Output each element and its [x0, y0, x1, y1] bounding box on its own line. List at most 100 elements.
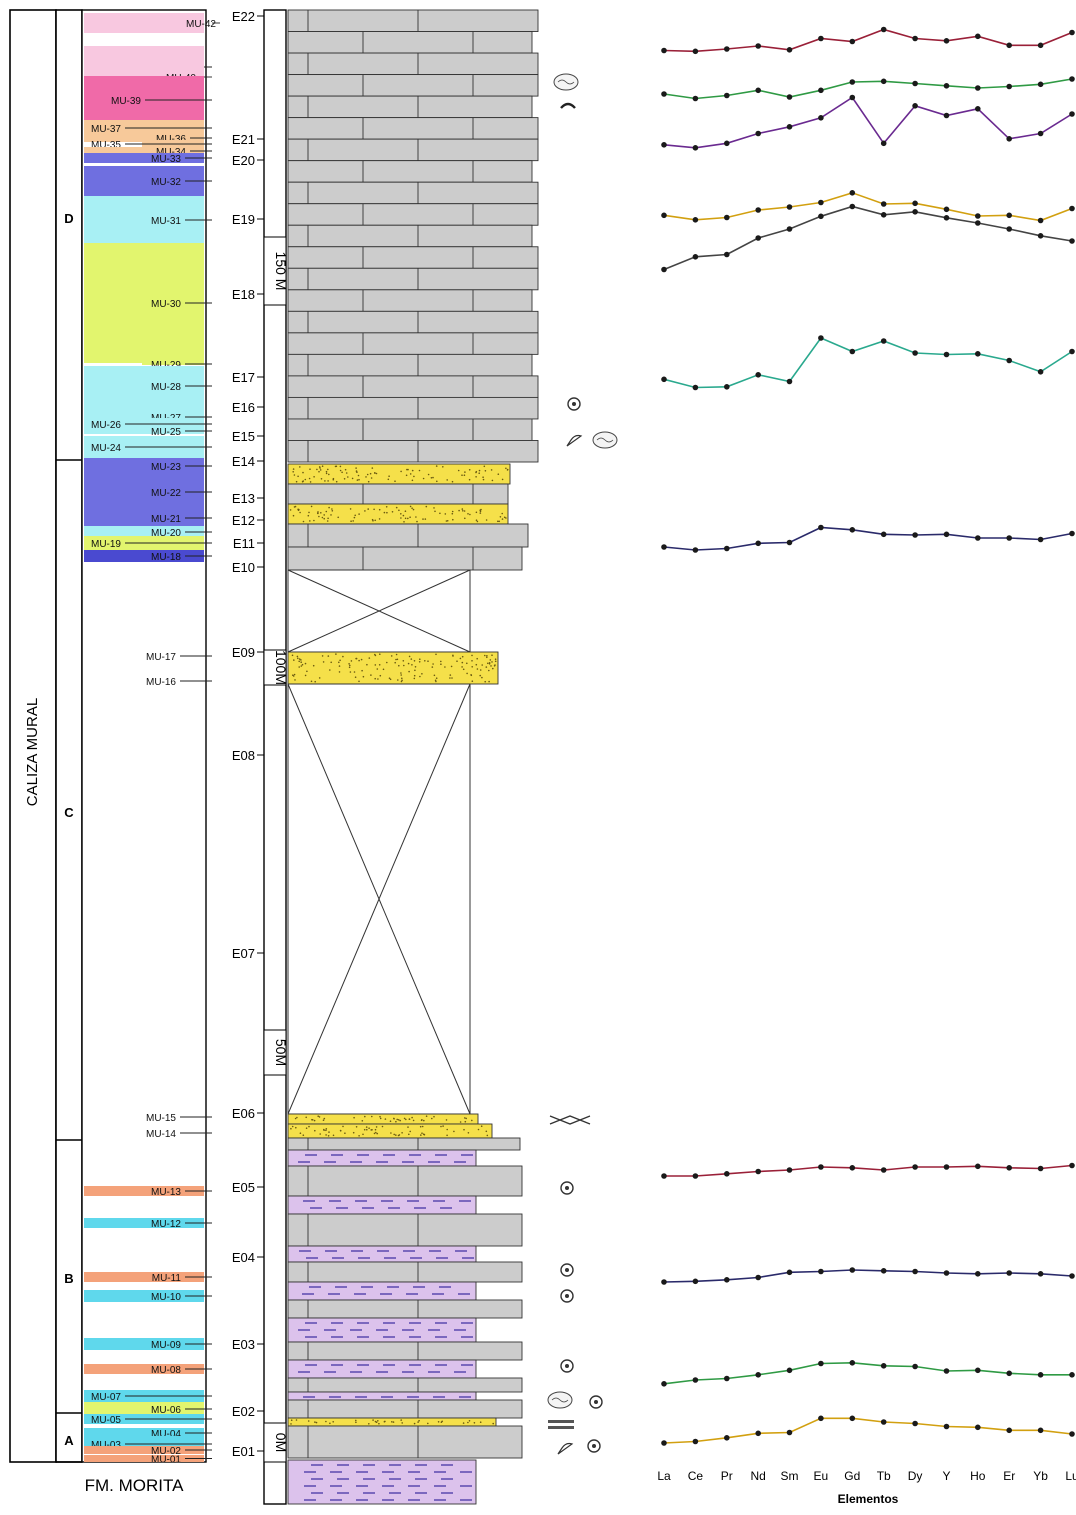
sand-grain [459, 657, 462, 660]
sand-grain [325, 1128, 328, 1130]
sand-grain [395, 1120, 397, 1123]
sand-grain [388, 677, 391, 679]
limestone-bed [287, 1213, 523, 1247]
sand-grain [358, 659, 360, 662]
series-point [1037, 369, 1044, 375]
stratum-label: E14 [232, 454, 255, 469]
series-line [663, 191, 1073, 222]
sand-grain [407, 1126, 409, 1128]
cross-bedding-icon [549, 1115, 591, 1125]
sand-grain [353, 671, 356, 673]
sand-grain [444, 666, 446, 668]
sand-grain [369, 472, 372, 475]
series-point [1069, 29, 1075, 36]
sand-grain [467, 1132, 470, 1134]
sample-label: MU-01 [151, 1455, 181, 1466]
sand-grain [379, 653, 381, 655]
sand-grain [360, 658, 363, 661]
sand-grain [413, 475, 415, 478]
sand-grain [485, 666, 488, 668]
sand-grain [421, 1125, 424, 1128]
sample-band [84, 1364, 204, 1374]
sand-grain [305, 1116, 308, 1119]
sample-column: MU-42MU-41MU-40MU-39MU-37MU-36MU-35MU-34… [81, 9, 220, 1466]
series-point [943, 531, 950, 538]
sand-grain [358, 680, 360, 683]
sand-grain [398, 664, 400, 667]
sand-grain [374, 653, 376, 656]
limestone-bed [287, 160, 533, 183]
sand-grain [318, 1116, 321, 1118]
limestone-bed [287, 483, 509, 505]
sand-grain [374, 472, 376, 474]
unit-label: B [64, 1271, 73, 1286]
sand-grain [411, 479, 414, 482]
sand-grain [291, 1125, 294, 1128]
series-point [818, 335, 824, 341]
sand-grain [290, 1419, 293, 1421]
sand-grain [419, 675, 421, 678]
sand-grain [488, 669, 490, 672]
sample-label: MU-24 [91, 443, 121, 454]
sand-grain [409, 516, 411, 518]
sand-grain [372, 1419, 374, 1421]
series-point [661, 1279, 667, 1285]
sand-grain [322, 661, 325, 663]
sand-grain [456, 660, 458, 662]
series-point [818, 1360, 824, 1367]
sand-grain [374, 1128, 377, 1131]
sand-grain [298, 666, 301, 668]
series-point [818, 1415, 824, 1422]
sand-grain [407, 468, 409, 471]
sample-label: MU-32 [151, 177, 181, 188]
sand-grain [486, 655, 488, 657]
sand-grain [309, 481, 312, 483]
series-point [1069, 238, 1075, 244]
stratum-label: E16 [232, 400, 255, 415]
sandstone-bed [287, 651, 499, 685]
sand-grain [432, 663, 434, 665]
series-point [786, 1367, 793, 1374]
sand-grain [339, 1130, 342, 1132]
series-point [1069, 348, 1075, 355]
series-point [724, 1435, 730, 1441]
sand-grain [497, 473, 500, 476]
sand-grain [484, 654, 486, 657]
series-point [975, 1424, 981, 1431]
series-point [1069, 1372, 1075, 1378]
sand-grain [374, 1420, 377, 1423]
sand-grain [435, 465, 438, 467]
series-point [692, 384, 699, 391]
series-point [661, 266, 667, 273]
sand-grain [489, 659, 492, 661]
sample-label: MU-13 [151, 1187, 181, 1198]
series-point [818, 35, 824, 42]
sand-grain [491, 654, 493, 656]
sand-grain [297, 475, 299, 478]
sand-grain [310, 680, 313, 683]
series-point [755, 130, 761, 137]
sample-label: MU-31 [151, 216, 181, 227]
sand-grain [295, 1419, 298, 1421]
series-point [975, 106, 981, 112]
sample-label: MU-10 [151, 1292, 181, 1303]
series-point [849, 38, 856, 45]
sand-grain [338, 671, 341, 673]
sample-label: MU-09 [151, 1340, 181, 1351]
sand-grain [370, 1129, 373, 1131]
sample-label: MU-08 [151, 1365, 181, 1376]
sand-grain [464, 1120, 467, 1123]
sand-grain [355, 1419, 357, 1422]
series-point [692, 1438, 699, 1445]
series-point [724, 1171, 730, 1177]
unit-label: C [64, 805, 74, 820]
limestone-bed [287, 74, 539, 97]
stratum-label: E19 [232, 212, 255, 227]
series-point [1006, 136, 1012, 142]
sand-grain [378, 508, 381, 511]
series-point [943, 112, 950, 119]
sand-grain [408, 1118, 411, 1120]
sand-grain [323, 1129, 325, 1131]
sample-band [84, 474, 204, 510]
limestone-bed [287, 117, 539, 140]
